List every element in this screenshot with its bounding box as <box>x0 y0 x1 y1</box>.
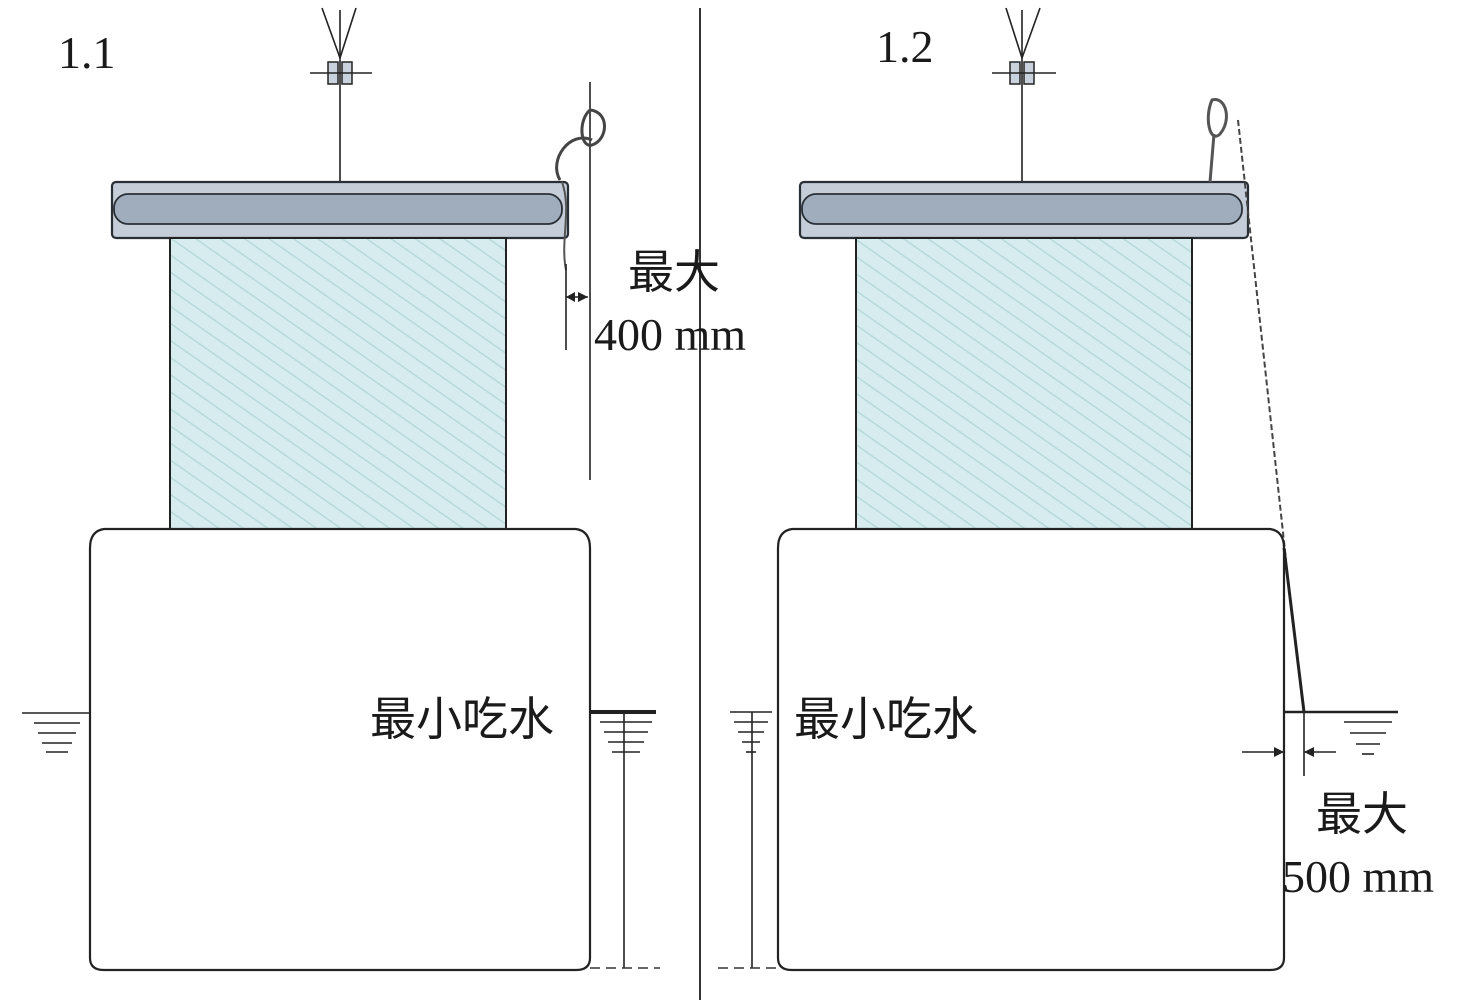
waterline-symbol-right <box>590 710 656 753</box>
cargo-block <box>169 237 507 530</box>
clearance-dimension <box>565 264 588 350</box>
panel-label: 1.1 <box>58 27 116 78</box>
panel-1-1: 1.1 <box>22 7 746 972</box>
cargo-block <box>855 237 1193 530</box>
hull-side-line <box>1282 547 1306 713</box>
waterline-symbol-left <box>730 711 772 753</box>
clearance-dimension <box>1242 712 1336 776</box>
crane-hook-icon <box>310 7 372 182</box>
panel-label: 1.2 <box>876 21 934 72</box>
spreader-beam <box>798 180 1250 240</box>
spreader-beam <box>110 180 570 240</box>
vessel-hull <box>88 527 592 972</box>
crane-hook-icon <box>992 7 1056 182</box>
draft-dimension <box>718 712 778 969</box>
max-value: 400 mm <box>594 309 746 360</box>
max-label: 最大 <box>1316 789 1408 840</box>
waterline-symbol-right <box>1284 710 1398 755</box>
vessel-hull <box>776 527 1286 972</box>
max-label: 最大 <box>628 247 720 298</box>
draft-dimension <box>590 712 660 969</box>
min-draft-label: 最小吃水 <box>794 694 978 745</box>
tag-line-shackle-icon <box>555 82 606 480</box>
waterline-symbol-left <box>22 712 90 753</box>
min-draft-label: 最小吃水 <box>370 694 554 745</box>
max-value: 500 mm <box>1282 851 1434 902</box>
tag-line-shackle-icon <box>1206 98 1287 561</box>
panel-1-2: 1.2 <box>718 7 1434 972</box>
